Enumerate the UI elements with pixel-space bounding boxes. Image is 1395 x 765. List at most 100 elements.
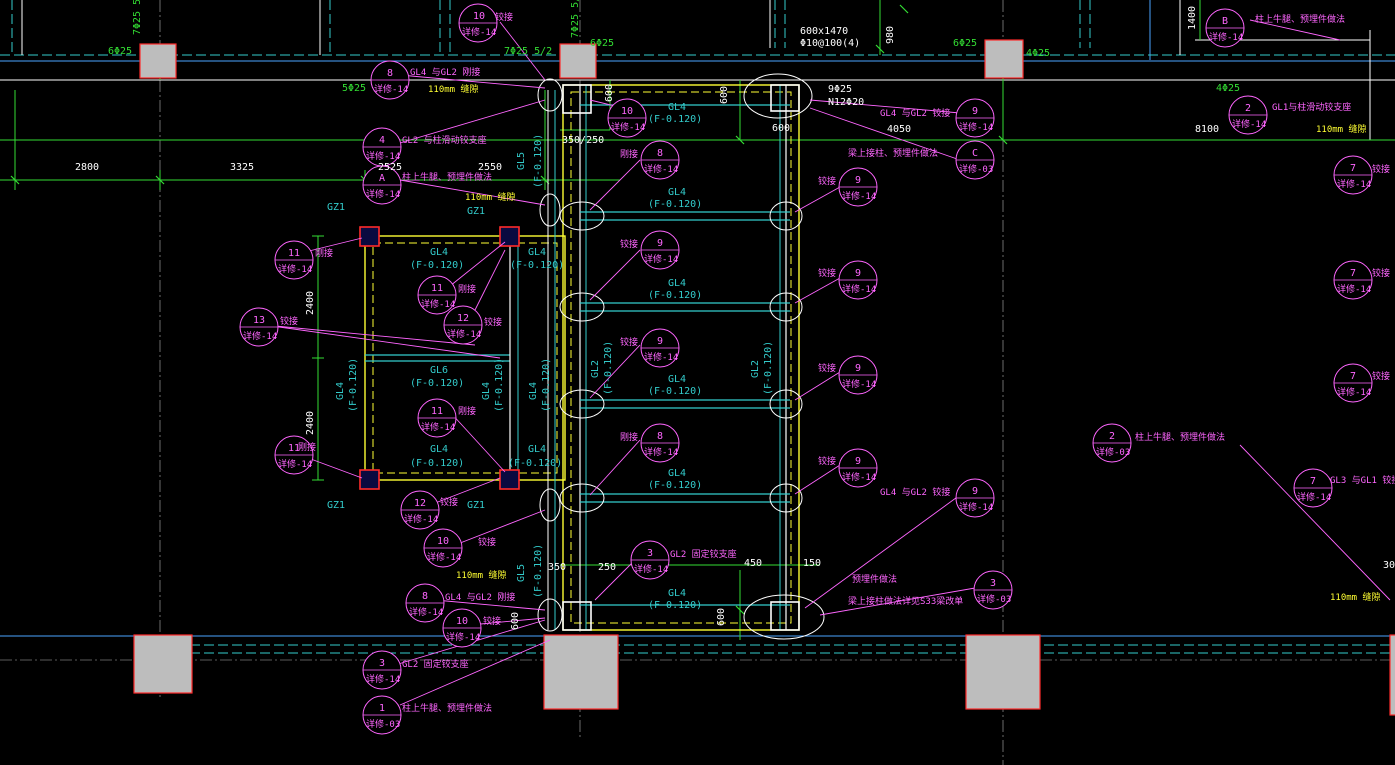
svg-text:4050: 4050 (887, 124, 911, 135)
svg-text:(F-0.120): (F-0.120) (648, 480, 702, 491)
svg-text:柱上牛腿、预埋件做法: 柱上牛腿、预埋件做法 (1135, 431, 1225, 443)
svg-text:Φ10@100(4): Φ10@100(4) (800, 38, 860, 49)
svg-text:110mm 缝隙: 110mm 缝隙 (1316, 123, 1367, 135)
svg-text:梁上接柱、预埋件做法: 梁上接柱、预埋件做法 (848, 147, 938, 159)
svg-text:13: 13 (253, 315, 265, 326)
svg-text:2: 2 (1109, 431, 1115, 442)
svg-text:C: C (972, 148, 978, 159)
svg-text:6Φ25: 6Φ25 (590, 38, 614, 49)
svg-text:铰接: 铰接 (1372, 370, 1390, 382)
column-block-icon (1389, 634, 1395, 716)
svg-text:GL2: GL2 (590, 360, 601, 378)
svg-text:110mm 缝隙: 110mm 缝隙 (465, 191, 516, 203)
svg-text:(F-0.120): (F-0.120) (533, 134, 544, 188)
svg-text:详修-14: 详修-14 (447, 328, 481, 340)
svg-text:2800: 2800 (75, 162, 99, 173)
svg-text:9: 9 (855, 363, 861, 374)
svg-text:3325: 3325 (230, 162, 254, 173)
svg-text:铰接: 铰接 (495, 11, 513, 23)
svg-text:(F-0.120): (F-0.120) (541, 358, 552, 412)
svg-text:详修-14: 详修-14 (842, 283, 876, 295)
svg-text:GL2: GL2 (750, 360, 761, 378)
svg-text:GL3 与GL1 铰接: GL3 与GL1 铰接 (1330, 474, 1395, 486)
svg-text:详修-14: 详修-14 (366, 188, 400, 200)
svg-text:(F-0.120): (F-0.120) (410, 378, 464, 389)
svg-text:GL4: GL4 (668, 278, 686, 289)
svg-text:4Φ25: 4Φ25 (1216, 83, 1240, 94)
svg-text:GL2 固定铰支座: GL2 固定铰支座 (670, 548, 737, 560)
svg-text:详修-14: 详修-14 (842, 471, 876, 483)
svg-text:9: 9 (657, 336, 663, 347)
beam-frame-right (562, 84, 800, 631)
svg-text:GL4 与GL2 刚接: GL4 与GL2 刚接 (445, 591, 515, 603)
svg-text:(F-0.120): (F-0.120) (763, 341, 774, 395)
svg-text:铰接: 铰接 (818, 175, 836, 187)
svg-text:10: 10 (437, 536, 449, 547)
svg-text:7Φ25 5/2: 7Φ25 5/2 (570, 0, 581, 38)
svg-text:铰接: 铰接 (818, 362, 836, 374)
svg-text:GL4: GL4 (668, 468, 686, 479)
svg-text:刚接: 刚接 (298, 441, 316, 453)
leader-lines (264, 19, 1391, 706)
svg-text:7: 7 (1350, 371, 1356, 382)
svg-text:详修-14: 详修-14 (634, 563, 668, 575)
beam-labels: GL4 (F-0.120) GL4 (F-0.120) GL4 (F-0.120… (335, 102, 774, 611)
svg-text:5Φ25: 5Φ25 (342, 83, 366, 94)
svg-text:7: 7 (1350, 268, 1356, 279)
svg-text:1: 1 (379, 703, 385, 714)
svg-text:铰接: 铰接 (818, 267, 836, 279)
svg-text:详修-03: 详修-03 (1096, 446, 1130, 458)
svg-text:GL4: GL4 (668, 187, 686, 198)
svg-text:GZ1: GZ1 (327, 500, 345, 511)
svg-text:250: 250 (598, 562, 616, 573)
svg-text:350/250: 350/250 (562, 135, 604, 146)
annotation-notes: GL4 与GL2 刚接 GL2 与柱滑动铰支座 柱上牛腿、预埋件做法 刚接 铰接… (280, 11, 1395, 714)
svg-text:GZ1: GZ1 (467, 206, 485, 217)
svg-text:刚接: 刚接 (620, 148, 638, 160)
svg-text:GL5: GL5 (516, 152, 527, 170)
svg-text:(F-0.120): (F-0.120) (648, 114, 702, 125)
svg-text:7: 7 (1350, 163, 1356, 174)
svg-text:GL4: GL4 (528, 444, 546, 455)
svg-text:4Φ25: 4Φ25 (1026, 48, 1050, 59)
svg-text:6Φ25: 6Φ25 (953, 38, 977, 49)
svg-text:柱上牛腿、预埋件做法: 柱上牛腿、预埋件做法 (402, 702, 492, 714)
svg-text:GZ1: GZ1 (327, 202, 345, 213)
connection-ellipses (537, 73, 825, 640)
svg-text:10: 10 (621, 106, 633, 117)
svg-text:8: 8 (657, 148, 663, 159)
svg-text:GL1与柱滑动铰支座: GL1与柱滑动铰支座 (1272, 101, 1351, 113)
svg-text:详修-14: 详修-14 (427, 551, 461, 563)
svg-text:详修-14: 详修-14 (446, 631, 480, 643)
svg-text:3: 3 (379, 658, 385, 669)
svg-text:详修-14: 详修-14 (278, 263, 312, 275)
svg-text:9: 9 (972, 486, 978, 497)
svg-text:(F-0.120): (F-0.120) (508, 458, 562, 469)
svg-text:GL2 固定铰支座: GL2 固定铰支座 (402, 658, 469, 670)
svg-text:详修-14: 详修-14 (959, 121, 993, 133)
svg-text:铰接: 铰接 (484, 316, 502, 328)
svg-text:GL6: GL6 (430, 365, 448, 376)
svg-text:详修-14: 详修-14 (366, 150, 400, 162)
svg-text:详修-14: 详修-14 (842, 190, 876, 202)
svg-text:12: 12 (414, 498, 426, 509)
small-columns (359, 84, 800, 631)
column-block-icon (543, 634, 619, 710)
svg-text:600: 600 (510, 612, 521, 630)
column-block-icon (984, 39, 1024, 79)
svg-text:11: 11 (288, 248, 300, 259)
svg-text:详修-14: 详修-14 (644, 351, 678, 363)
svg-text:详修-14: 详修-14 (243, 330, 277, 342)
svg-text:刚接: 刚接 (458, 405, 476, 417)
svg-text:详修-14: 详修-14 (644, 253, 678, 265)
svg-text:GL4: GL4 (668, 102, 686, 113)
white-frame-lines (0, 0, 1395, 140)
svg-text:(F-0.120): (F-0.120) (494, 358, 505, 412)
svg-text:预埋件做法: 预埋件做法 (852, 573, 897, 585)
svg-text:柱上牛腿、预埋件做法: 柱上牛腿、预埋件做法 (402, 171, 492, 183)
svg-text:详修-14: 详修-14 (842, 378, 876, 390)
svg-text:A: A (379, 173, 385, 184)
svg-text:详修-03: 详修-03 (366, 718, 400, 730)
svg-text:600x1470: 600x1470 (800, 26, 848, 37)
